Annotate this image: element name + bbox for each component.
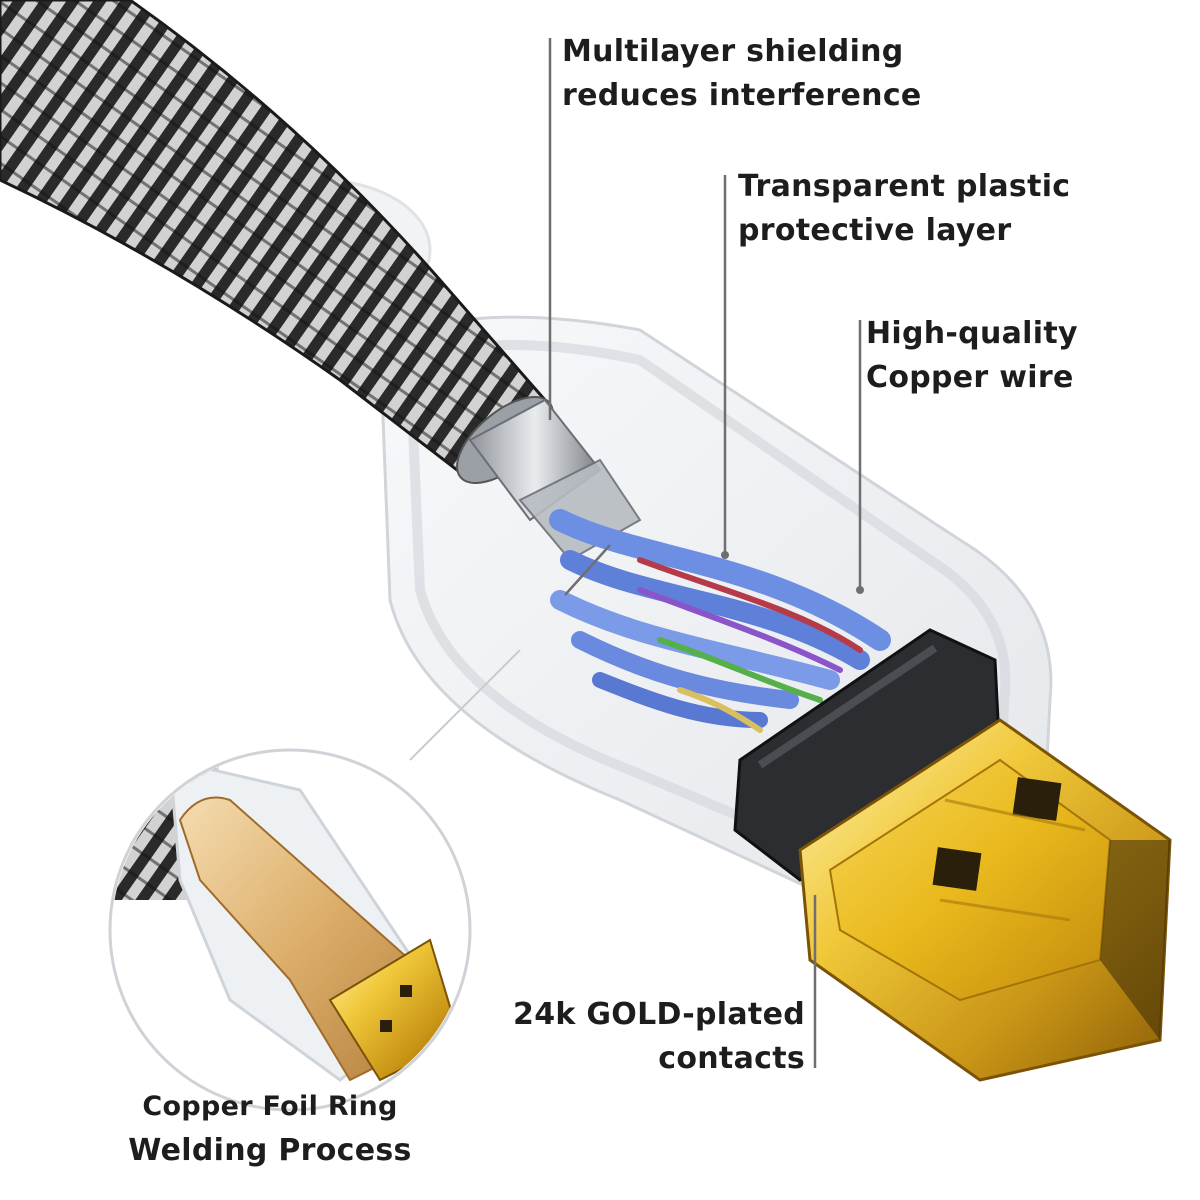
callout-plastic-line1: Transparent plastic xyxy=(738,169,1071,204)
callout-plastic-line2: protective layer xyxy=(738,213,1012,248)
callout-foil-line2: Welding Process xyxy=(128,1133,412,1168)
callout-lines xyxy=(548,38,862,1068)
callout-shielding: Multilayer shielding reduces interferenc… xyxy=(562,30,922,118)
callout-copper-line2: Copper wire xyxy=(866,360,1074,395)
braided-cable xyxy=(0,0,554,485)
callout-gold-line2: contacts xyxy=(658,1041,805,1076)
inset-detail xyxy=(108,649,521,1112)
callout-dot-copper xyxy=(856,586,864,594)
inner-wires xyxy=(549,509,891,733)
callout-shielding-line2: reduces interference xyxy=(562,78,922,113)
callout-shielding-line1: Multilayer shielding xyxy=(562,34,904,69)
callout-copper-line1: High-quality xyxy=(866,316,1078,351)
callout-gold: 24k GOLD-plated contacts xyxy=(505,993,805,1081)
callout-foil: Copper Foil Ring Welding Process xyxy=(125,1085,415,1173)
callout-plastic: Transparent plastic protective layer xyxy=(738,165,1070,253)
callout-gold-line1: 24k GOLD-plated xyxy=(513,997,805,1032)
callout-copper: High-quality Copper wire xyxy=(866,312,1078,400)
callout-foil-line1: Copper Foil Ring xyxy=(142,1091,398,1122)
callout-dot-plastic xyxy=(721,551,729,559)
hdmi-connector xyxy=(798,718,1172,1082)
